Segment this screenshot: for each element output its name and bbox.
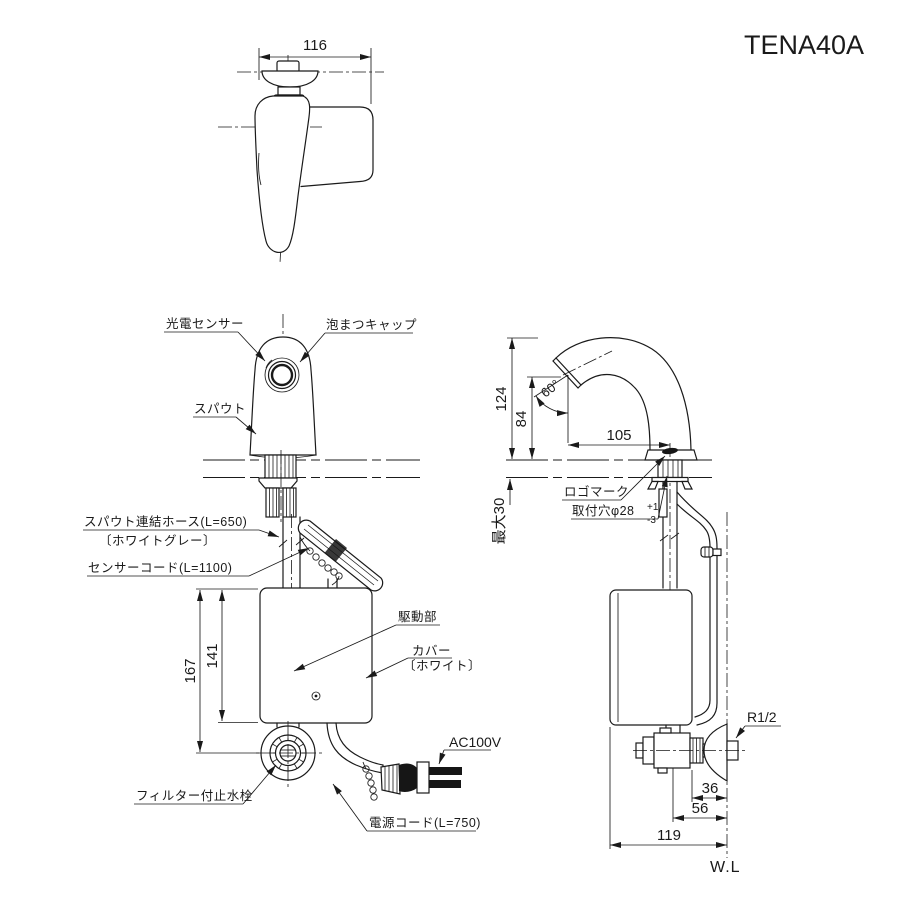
label-aerator-cap: 泡まつキャップ [326, 318, 417, 332]
dim-height-84: 84 [513, 411, 530, 428]
side-labels: ロゴマーク 取付穴φ28 +1 -3 R1/2 [562, 455, 781, 739]
stop-valve-side [633, 723, 748, 783]
faucet-plan-outline [254, 60, 374, 254]
label-mount-hole-tol-plus: +1 [647, 502, 659, 513]
label-logo-mark: ロゴマーク [564, 484, 629, 499]
dim-reach-105: 105 [606, 427, 631, 444]
drive-unit-box-front [259, 587, 373, 724]
drive-unit-box-side [609, 589, 693, 734]
dim-height-141: 141 [204, 643, 221, 668]
label-drive-unit: 駆動部 [398, 609, 437, 624]
plug [380, 761, 462, 795]
mounting-shank-front [258, 450, 298, 522]
side-dimensions-bottom: 36 56 119 W.L [609, 727, 741, 876]
dim-deck-max30: 最大30 [491, 498, 508, 545]
sensor-cord-connector [297, 519, 384, 592]
front-labels: 光電センサー 泡まつキャップ スパウト スパウト連結ホース(L=650) 〔ホワ… [83, 317, 502, 832]
label-mount-hole: 取付穴φ28 [572, 503, 635, 518]
label-spout-hose: スパウト連結ホース(L=650) [84, 515, 247, 529]
top-view: 116 [218, 37, 384, 264]
label-spout: スパウト [194, 402, 246, 416]
angle-annotation: 60° [533, 374, 569, 443]
label-wall-line: W.L [710, 859, 741, 876]
label-cover: カバー [412, 644, 451, 658]
cable-tie [362, 761, 378, 801]
side-view: 60° 124 84 105 最大30 [491, 337, 781, 876]
dim-offset-119: 119 [657, 827, 681, 844]
dim-offset-36: 36 [702, 780, 719, 797]
label-ac100v: AC100V [449, 734, 502, 750]
front-dimensions: 167 141 [182, 588, 259, 754]
dim-angle-60: 60° [538, 376, 563, 400]
label-sensor-cord: センサーコード(L=1100) [88, 561, 232, 575]
label-power-cord: 電源コード(L=750) [369, 816, 481, 830]
label-filter-valve: フィルター付止水栓 [136, 788, 253, 803]
wall-hose [676, 491, 722, 726]
faucet-front-outline [249, 314, 317, 459]
dim-offset-56: 56 [692, 800, 709, 817]
deck-thickness-dim: 最大30 [491, 479, 513, 545]
label-thread-r12: R1/2 [747, 709, 777, 725]
dim-height-124: 124 [493, 386, 510, 411]
side-dimensions-top: 124 84 105 [493, 337, 670, 459]
label-mount-hole-tol-minus: -3 [647, 515, 656, 526]
dim-height-167: 167 [182, 658, 199, 683]
front-view: 167 141 光電センサー 泡まつキャップ スパウト スパウト連結ホース(L=… [83, 314, 502, 832]
label-photo-sensor: 光電センサー [166, 317, 244, 331]
page-title: TENA40A [744, 30, 864, 60]
power-cord-and-plug [326, 722, 462, 801]
dim-width-116: 116 [303, 37, 327, 54]
label-spout-hose-color: 〔ホワイトグレー〕 [99, 534, 216, 548]
label-cover-color: 〔ホワイト〕 [403, 659, 481, 673]
